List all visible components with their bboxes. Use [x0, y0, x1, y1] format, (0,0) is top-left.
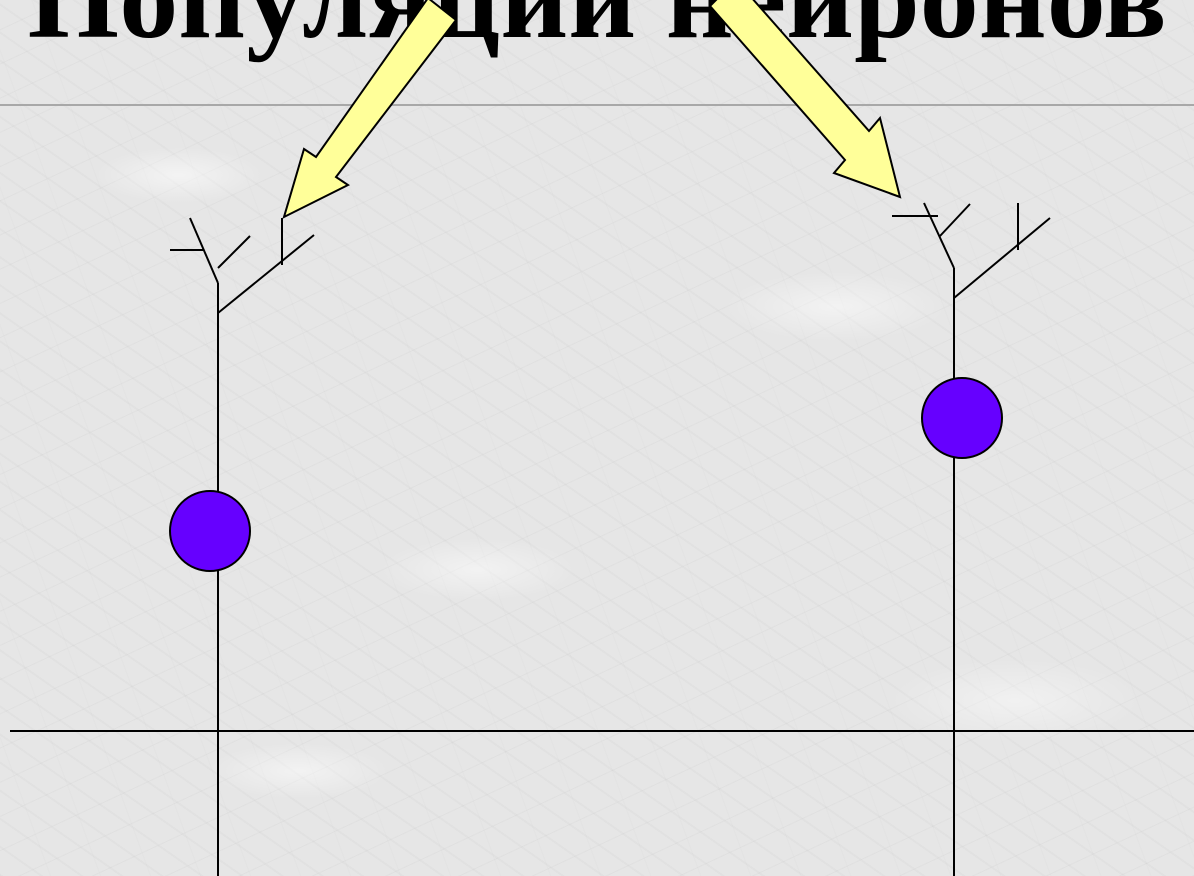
left-neuron [169, 217, 315, 876]
arrow-down-left-icon [282, 0, 458, 219]
left-neuron-body [169, 490, 251, 572]
right-neuron-body [921, 377, 1003, 459]
right-neuron-dendrites [892, 202, 1051, 299]
right-neuron [892, 202, 1051, 876]
title-divider [0, 104, 1194, 106]
arrow-down-right-icon [708, 0, 902, 199]
slide-title: Популяции нейронов [0, 0, 1194, 68]
left-neuron-dendrites [170, 217, 315, 314]
